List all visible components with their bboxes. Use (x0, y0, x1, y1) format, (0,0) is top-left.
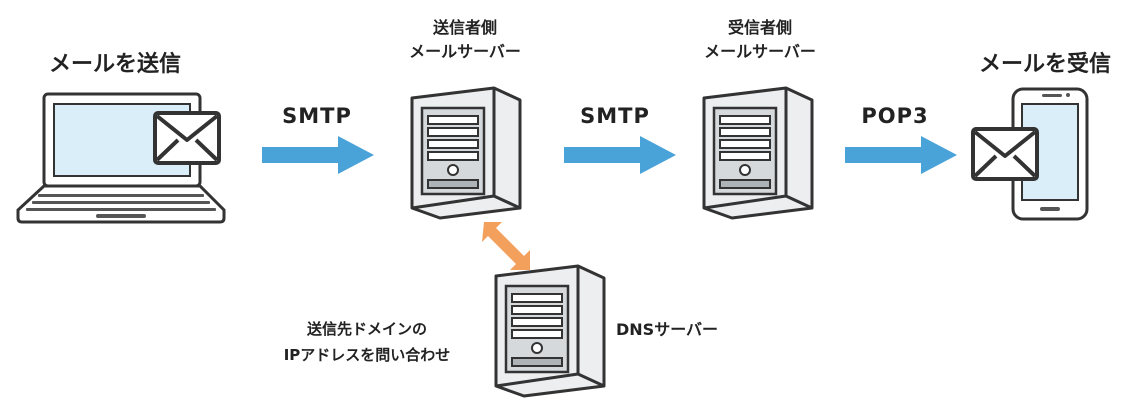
receiver-server-label-line2: メールサーバー (704, 42, 816, 61)
flow-arrow-2 (564, 136, 676, 174)
send-mail-label: メールを送信 (48, 52, 181, 77)
sender-server-label-line1: 送信者側 (432, 18, 497, 37)
envelope-icon (152, 110, 222, 166)
dns-server-label: DNSサーバー (616, 320, 719, 339)
protocol-label-smtp-2: SMTP (580, 104, 650, 128)
receiver-server-label-line1: 受信者側 (727, 18, 792, 37)
dns-query-note: 送信先ドメインの IPアドレスを問い合わせ (262, 316, 472, 368)
phone-envelope-icon (970, 126, 1040, 182)
sender-server-label-line2: メールサーバー (409, 42, 521, 61)
flow-arrow-1 (262, 136, 374, 174)
receive-mail-label: メールを受信 (978, 52, 1111, 77)
dns-server-icon (492, 262, 608, 398)
protocol-label-smtp-1: SMTP (282, 104, 352, 128)
sender-server-label: 送信者側 メールサーバー (385, 16, 545, 64)
receiver-server-label: 受信者側 メールサーバー (680, 16, 840, 64)
dns-query-note-line2: IPアドレスを問い合わせ (283, 346, 451, 364)
protocol-label-pop3: POP3 (861, 104, 929, 128)
receiver-server-icon (700, 84, 816, 220)
dns-query-arrow (478, 218, 534, 274)
sender-server-icon (408, 84, 524, 220)
dns-query-note-line1: 送信先ドメインの (306, 320, 427, 338)
flow-arrow-3 (845, 136, 957, 174)
